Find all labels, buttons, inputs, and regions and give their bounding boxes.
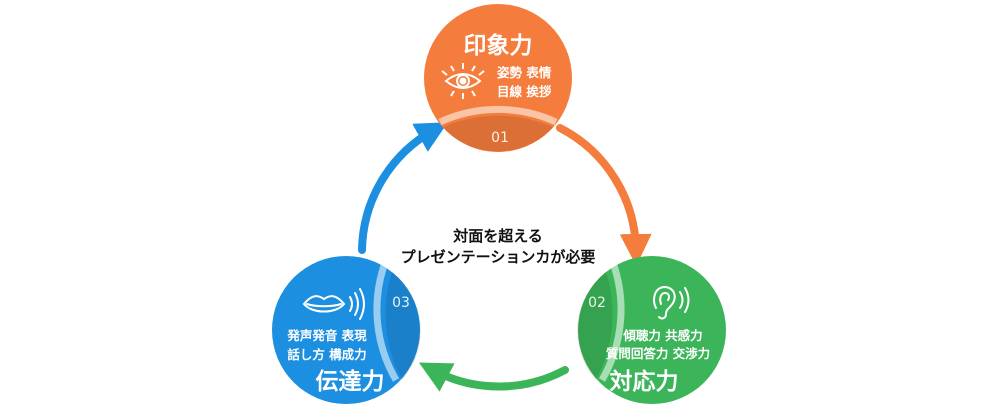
- center-text-line2: プレゼンテーションカが必要: [401, 248, 596, 266]
- node-01-items-line2: 目線 挨拶: [497, 84, 552, 99]
- node-03-shade: [385, 272, 421, 380]
- node-03-communication: 03 発声発音 表現 話し方 構成力 伝達力: [272, 256, 421, 404]
- node-02-circle: [578, 256, 726, 404]
- node-01-title: 印象力: [464, 32, 533, 59]
- ear-icon: [653, 285, 690, 320]
- center-text-line1: 対面を超える: [452, 227, 543, 245]
- node-03-number: 03: [392, 295, 410, 311]
- node-01-items-line1: 姿勢 表情: [497, 65, 552, 80]
- arc-01-to-02: [556, 124, 652, 266]
- node-03-items-line1: 発声発音 表現: [286, 328, 367, 343]
- eye-icon: [441, 63, 485, 99]
- arc-03-to-01: [358, 122, 448, 254]
- node-03-circle: [272, 256, 420, 404]
- node-01-impression: 印象力 姿勢 表情 目線 挨拶 01: [424, 4, 572, 152]
- node-01-number: 01: [491, 130, 509, 146]
- node-02-response: 02 傾聴力 共感力 質問回答力 交渉力 対応力: [577, 256, 726, 404]
- node-02-ring-segment: [598, 258, 625, 382]
- node-02-number: 02: [588, 295, 606, 311]
- node-03-items-line2: 話し方 構成力: [287, 347, 366, 362]
- node-01-shade: [443, 115, 553, 152]
- speaking-lips-icon: [302, 288, 365, 320]
- node-03-ring-segment: [373, 258, 400, 382]
- node-02-items-line1: 傾聴力 共感力: [622, 328, 702, 343]
- node-02-title: 対応力: [610, 368, 679, 395]
- node-02-items-line2: 質問回答力 交渉力: [606, 346, 710, 361]
- node-02-shade: [577, 272, 613, 380]
- arc-02-to-03: [418, 362, 569, 392]
- node-01-ring-segment: [438, 105, 558, 126]
- node-03-title: 伝達力: [316, 368, 385, 395]
